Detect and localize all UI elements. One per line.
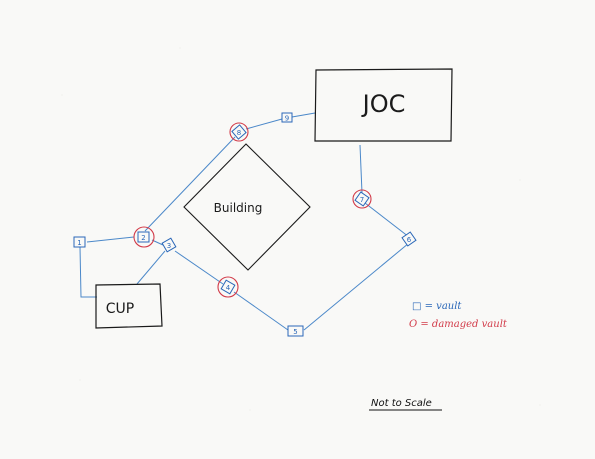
legend-vault: □ = vault [412, 301, 462, 312]
damaged-vault-7-circle [352, 189, 372, 209]
vault-9: 9 [281, 112, 293, 123]
line-1-cup [79, 246, 97, 298]
line-5-6 [303, 242, 410, 331]
vaults: 1 2 3 4 5 6 7 [73, 112, 417, 337]
joc-box [314, 68, 453, 142]
vault-2-label: 2 [141, 234, 145, 242]
line-3-cup [136, 250, 166, 285]
damaged-vault-8-circle [229, 122, 249, 142]
vault-7-square [354, 191, 370, 207]
vault-6: 6 [401, 231, 417, 247]
vault-8-label: 8 [237, 129, 241, 137]
vault-8-square [231, 124, 247, 140]
line-8-9 [245, 118, 283, 130]
line-3-4 [174, 250, 224, 285]
line-2-8 [144, 136, 236, 232]
paper-texture [61, 47, 541, 411]
joc-label: JOC [361, 90, 406, 118]
vault-6-square [401, 231, 417, 247]
cup-building: CUP [95, 283, 163, 329]
vault-1-label: 1 [77, 239, 81, 247]
vault-1: 1 [73, 236, 86, 248]
vault-3-square [161, 237, 177, 253]
line-1-2 [86, 236, 135, 243]
legend: □ = vault O = damaged vault [409, 301, 508, 330]
vault-7: 7 [354, 191, 370, 207]
vault-3: 3 [161, 237, 177, 253]
cup-box [95, 283, 163, 329]
not-to-scale-label: Not to Scale [371, 398, 432, 409]
vault-5-square [287, 325, 304, 337]
damaged-markers [133, 122, 372, 298]
vault-7-label: 7 [360, 196, 364, 204]
line-2-3 [151, 239, 164, 246]
connection-lines [79, 112, 410, 331]
building-diamond [183, 143, 311, 271]
line-4-5 [233, 291, 289, 331]
vault-2: 2 [137, 231, 150, 243]
line-7-joc [359, 144, 363, 194]
vault-4-label: 4 [226, 284, 231, 292]
vault-4: 4 [220, 279, 236, 295]
vault-1-square [73, 236, 86, 248]
vault-5: 5 [287, 325, 304, 337]
damaged-vault-4-circle [217, 276, 239, 298]
main-building: Building [183, 143, 311, 271]
vault-9-square [281, 112, 293, 123]
vault-3-label: 3 [167, 242, 171, 250]
line-6-7 [364, 202, 410, 238]
damaged-vault-2-circle [133, 226, 155, 248]
line-9-joc [291, 112, 316, 118]
building-label: Building [214, 201, 263, 215]
vault-2-square [137, 231, 150, 243]
legend-damaged-vault: O = damaged vault [409, 319, 508, 330]
scale-note: Not to Scale [369, 398, 442, 411]
vault-9-label: 9 [285, 115, 289, 123]
cup-label: CUP [106, 301, 134, 317]
joc-building: JOC [314, 68, 453, 142]
vault-8: 8 [231, 124, 247, 140]
vault-6-label: 6 [407, 236, 412, 244]
vault-5-label: 5 [293, 328, 297, 336]
vault-4-square [220, 279, 236, 295]
